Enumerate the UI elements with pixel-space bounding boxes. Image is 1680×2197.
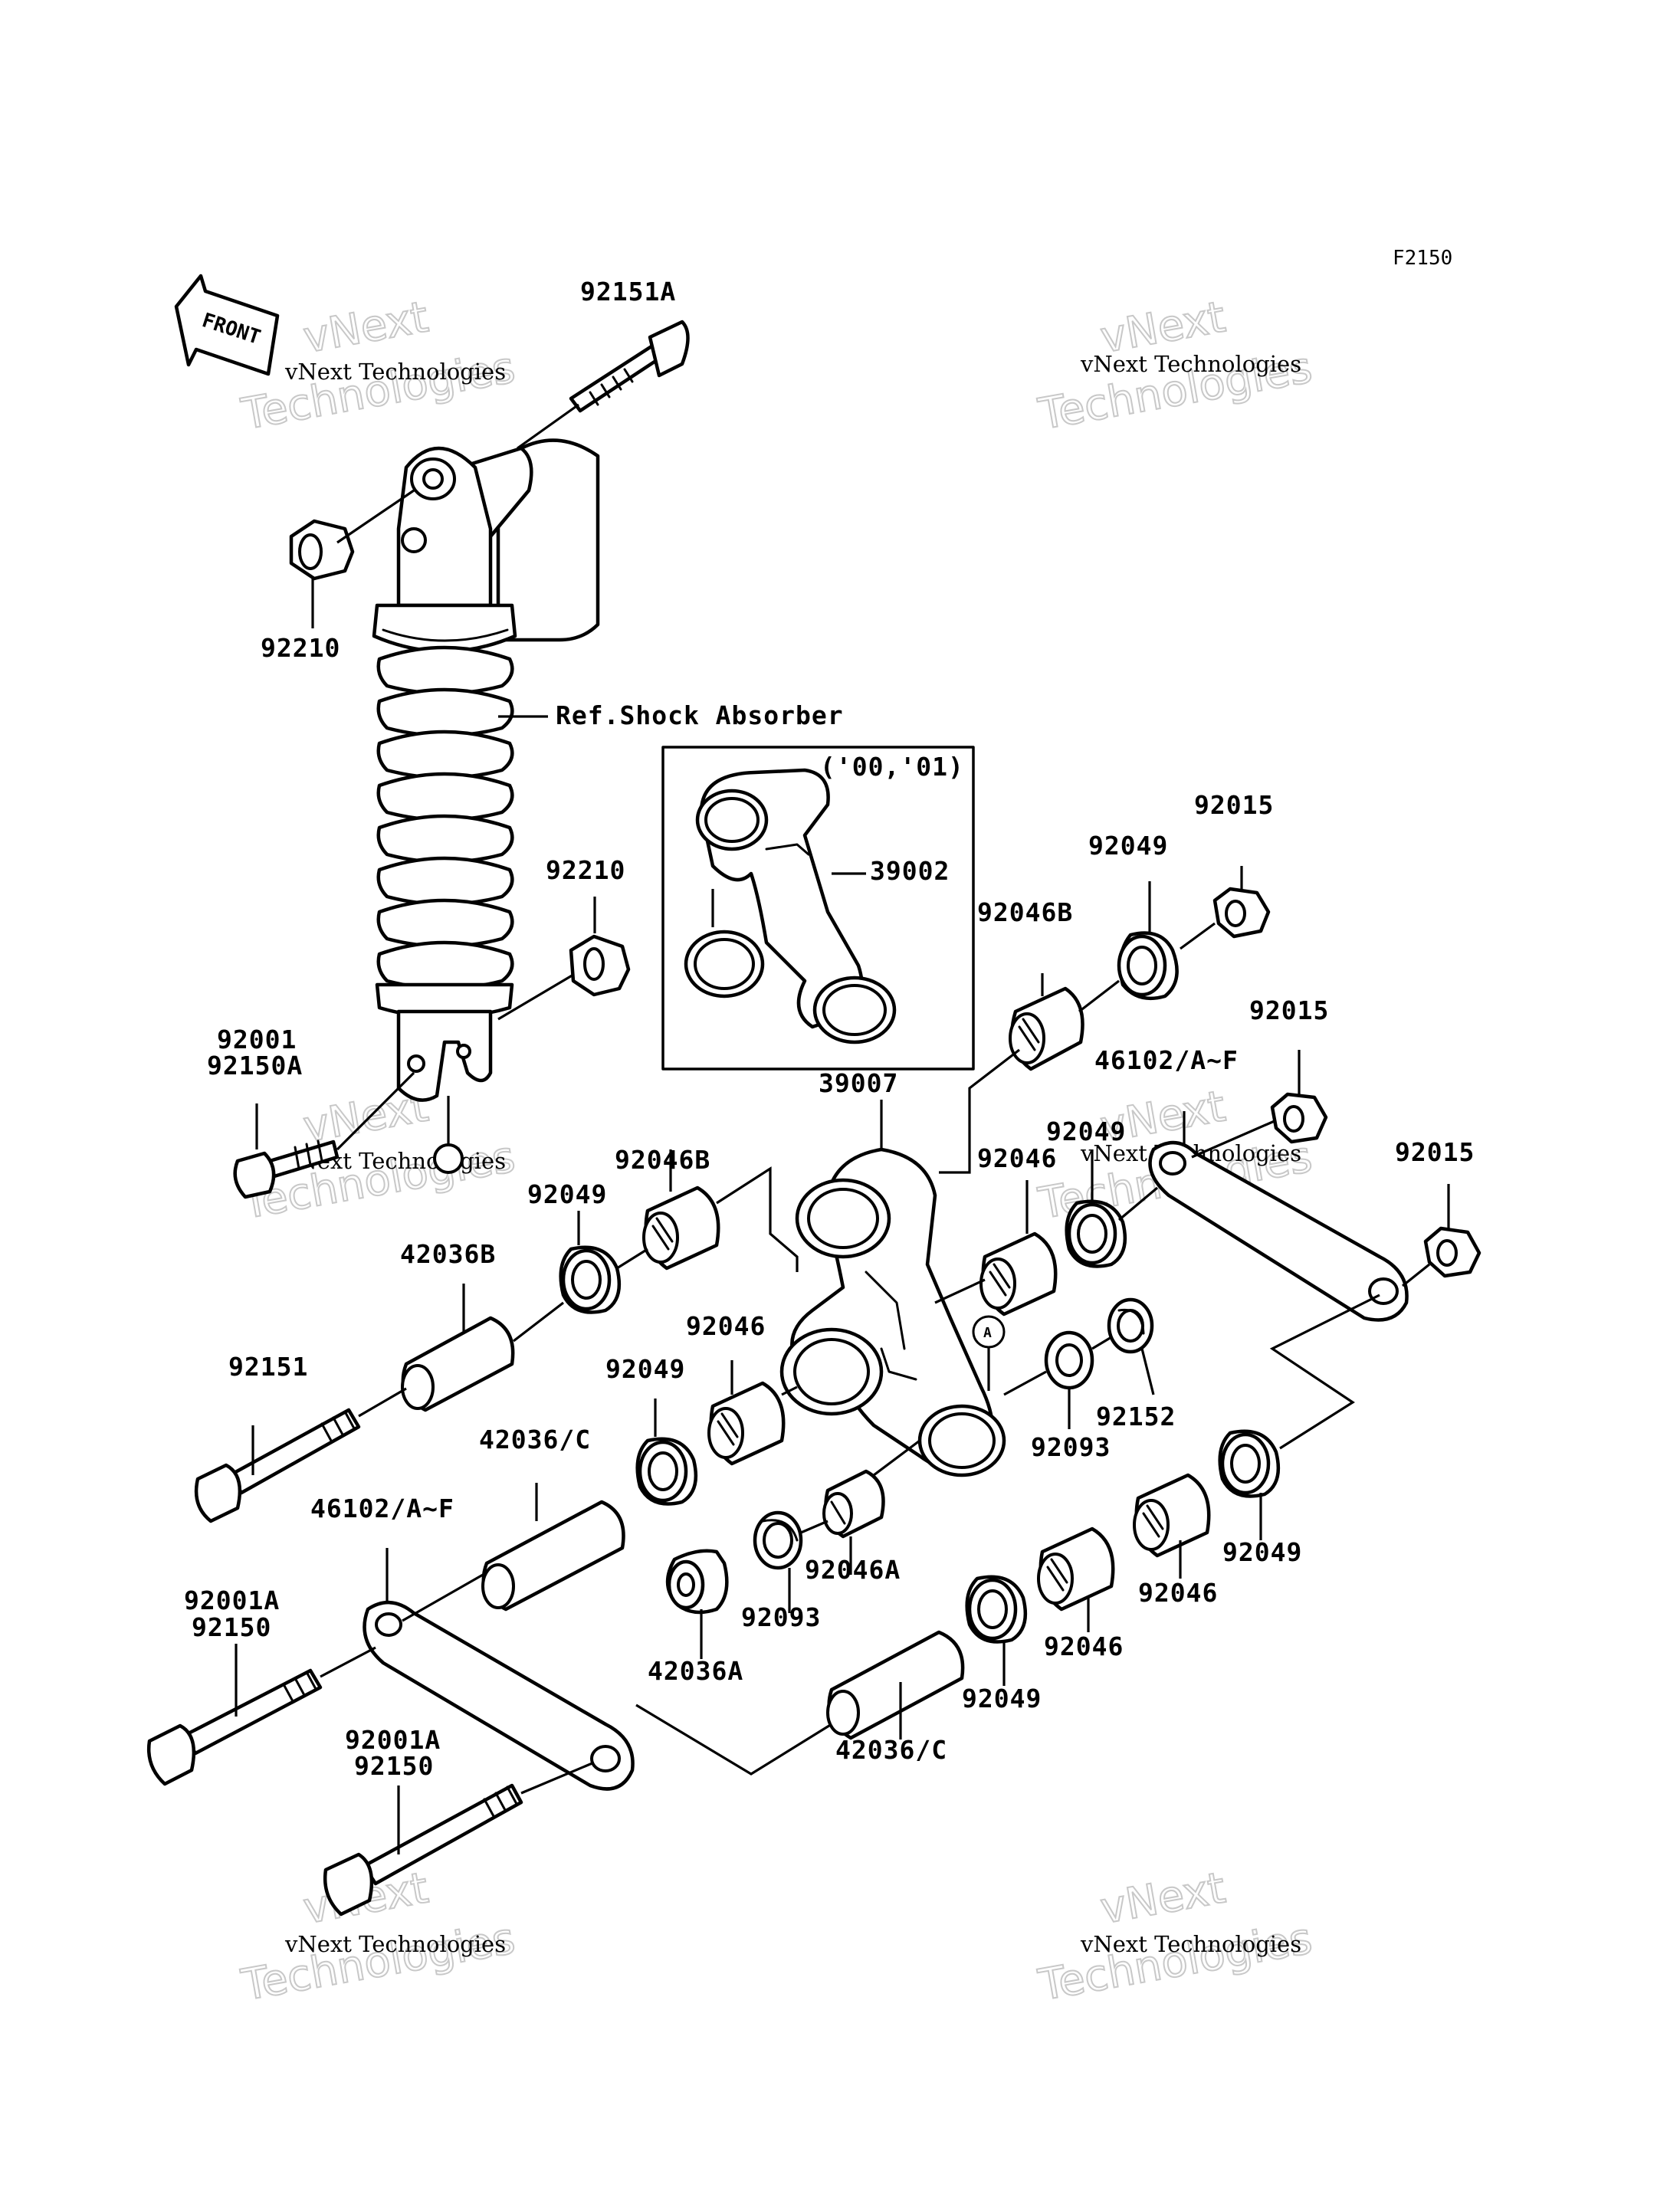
watermark-top-right: vNext Technologies vNext Technologies: [1034, 291, 1317, 441]
label-92151: 92151: [228, 1352, 308, 1382]
label-92152: 92152: [1096, 1402, 1176, 1431]
label-92015-top: 92015: [1194, 790, 1274, 820]
svg-text:vNext Technologies: vNext Technologies: [1080, 1931, 1301, 1957]
label-92093-right: 92093: [1031, 1432, 1111, 1462]
washer-92093-center: [753, 1510, 803, 1570]
watermark-top-left: vNext Technologies vNext Technologies: [237, 291, 520, 441]
label-92001A-upper: 92001A: [184, 1585, 280, 1615]
label-92210-upper: 92210: [261, 633, 340, 663]
ref-marker-a: A: [972, 1315, 1006, 1349]
label-92151A: 92151A: [580, 277, 676, 307]
link-39007: [779, 1147, 1006, 1477]
label-inset-years: ('00,'01): [820, 752, 964, 782]
inset-box: [661, 746, 975, 1071]
label-46102-right: 46102/A~F: [1094, 1045, 1239, 1075]
label-92046B-right: 92046B: [977, 897, 1073, 927]
shock-absorber: [372, 438, 600, 1102]
label-42036A: 42036A: [648, 1656, 743, 1686]
svg-text:Technologies: Technologies: [238, 1913, 519, 2011]
bolt-92001A-lower: [323, 1783, 523, 1917]
collar-92049-left: [559, 1245, 622, 1314]
front-arrow-icon: FRONT: [174, 274, 280, 376]
collar-92049-mid-right: [1065, 1199, 1127, 1268]
label-92049-lower-right: 92049: [1222, 1537, 1302, 1567]
bushing-42036A: [665, 1549, 729, 1615]
label-92049-mid-right: 92049: [1046, 1117, 1126, 1146]
collar-92049-upper: [1117, 931, 1179, 1001]
label-92150-lower: 92150: [354, 1751, 434, 1781]
label-42036B: 42036B: [400, 1239, 496, 1269]
bolt-92001: [233, 1139, 340, 1199]
link-plate-46102-left: [363, 1600, 635, 1791]
svg-text:A: A: [983, 1325, 992, 1341]
label-39002: 39002: [870, 856, 950, 886]
label-42036C-upper: 42036/C: [479, 1425, 591, 1454]
bearing-92046B-left: [642, 1185, 720, 1271]
svg-text:vNext Technologies: vNext Technologies: [1080, 351, 1301, 377]
label-92049-center: 92049: [605, 1354, 685, 1384]
nut-92210-lower: [569, 934, 631, 997]
bolt-92151A: [569, 320, 690, 413]
svg-text:Technologies: Technologies: [1035, 1913, 1316, 2011]
collar-42036C-lower: [826, 1630, 965, 1740]
collar-42036B: [401, 1316, 515, 1412]
svg-text:vNext Technologies: vNext Technologies: [284, 1931, 506, 1957]
seal-92152: [1107, 1297, 1154, 1354]
svg-text:Technologies: Technologies: [238, 1132, 519, 1229]
svg-text:vNext: vNext: [1097, 1863, 1229, 1933]
washer-92093-right: [1044, 1330, 1094, 1390]
label-92046-lower-2: 92046: [1138, 1578, 1218, 1608]
svg-text:Technologies: Technologies: [238, 343, 519, 440]
label-92046-mid-right: 92046: [977, 1143, 1057, 1173]
label-39007: 39007: [819, 1068, 898, 1098]
label-46102-left: 46102/A~F: [310, 1494, 454, 1523]
label-92049-top: 92049: [1088, 831, 1168, 861]
watermark-mid-left: vNext Technologies vNext Technologies: [237, 1080, 520, 1230]
label-42036C-lower: 42036/C: [835, 1735, 947, 1765]
label-92049-left: 92049: [527, 1179, 607, 1209]
watermark-bottom-right: vNext Technologies vNext Technologies: [1034, 1862, 1317, 2012]
collar-92049-lower: [965, 1575, 1028, 1644]
label-92001: 92001: [217, 1025, 297, 1054]
label-92049-lower: 92049: [962, 1684, 1042, 1713]
bearing-92046A: [822, 1469, 885, 1539]
label-92150A: 92150A: [207, 1051, 303, 1080]
collar-92049-lower-right: [1218, 1429, 1281, 1498]
label-ref-shock-absorber: Ref.Shock Absorber: [556, 700, 844, 730]
bolt-92001A-upper: [147, 1668, 323, 1786]
bearing-92046B-upper: [1009, 986, 1084, 1071]
nut-92015-mid: [1270, 1092, 1328, 1144]
label-92001A-lower: 92001A: [345, 1725, 441, 1755]
label-92046-center: 92046: [686, 1311, 766, 1341]
collar-42036C-upper: [481, 1500, 625, 1612]
svg-text:vNext Technologies: vNext Technologies: [284, 359, 506, 385]
bearing-92046-lower-2: [1133, 1473, 1211, 1558]
nut-92015-right: [1423, 1226, 1481, 1278]
label-92015-right: 92015: [1395, 1137, 1475, 1167]
ref-marker-lower-left: [433, 1143, 464, 1174]
label-92210-lower: 92210: [546, 855, 625, 885]
bolt-92151: [194, 1408, 361, 1523]
bearing-92046-mid-right: [979, 1231, 1058, 1317]
svg-text:vNext: vNext: [300, 292, 431, 362]
label-92046A: 92046A: [805, 1555, 901, 1585]
bearing-92046-center: [707, 1381, 786, 1466]
bearing-92046-lower-1: [1037, 1526, 1115, 1612]
nut-92210-upper: [289, 519, 355, 581]
label-92046B-left: 92046B: [615, 1145, 710, 1175]
watermark-bottom-left: vNext Technologies vNext Technologies: [237, 1862, 520, 2012]
label-92093-center: 92093: [741, 1602, 821, 1632]
label-92046-lower-1: 92046: [1044, 1631, 1124, 1661]
label-92150-upper: 92150: [192, 1612, 271, 1642]
label-92015-mid: 92015: [1249, 995, 1329, 1025]
diagram-code: F2150: [1393, 247, 1452, 270]
nut-92015-upper: [1212, 887, 1271, 939]
collar-92049-center: [635, 1437, 698, 1506]
